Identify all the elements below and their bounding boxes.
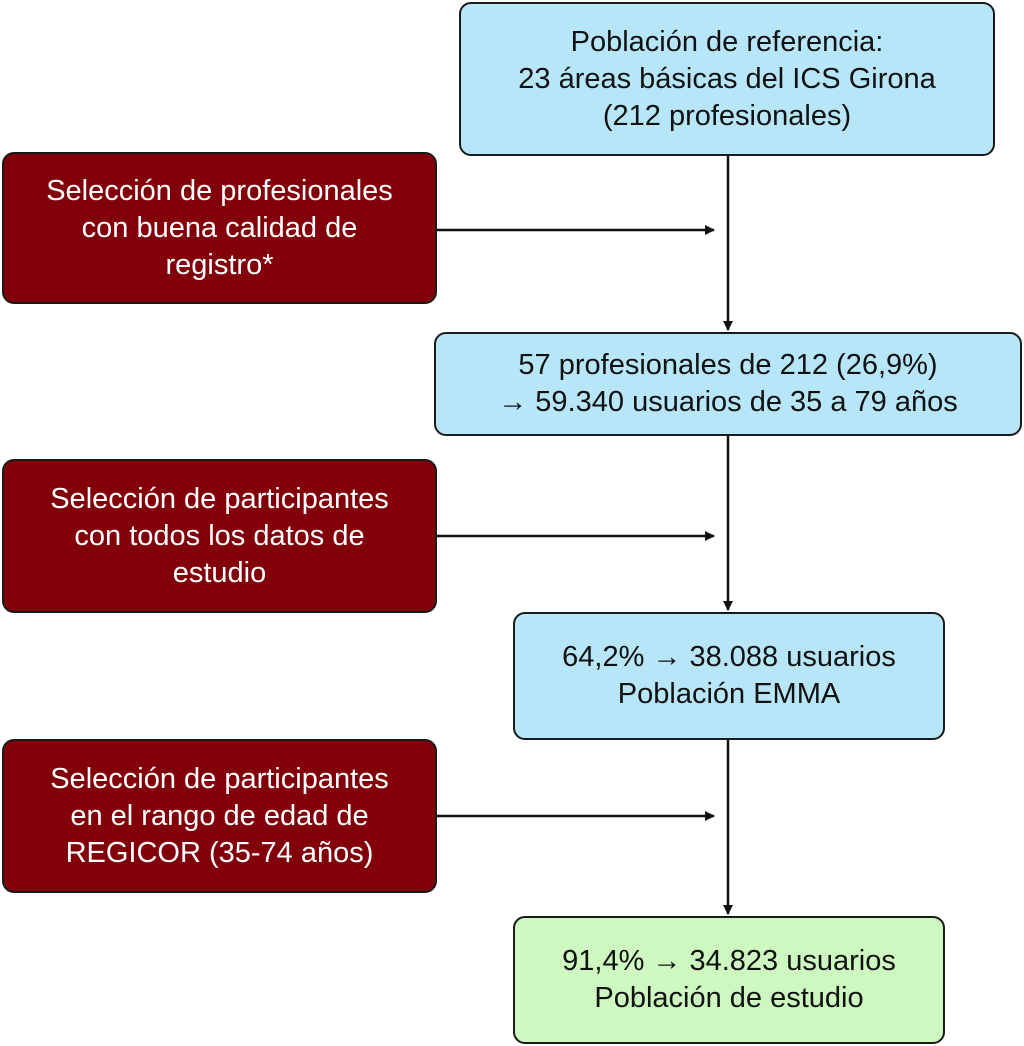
selection-age-range-line-2: en el rango de edad de (70, 799, 369, 832)
selection-professionals-box: Selección de profesionales con buena cal… (2, 152, 437, 304)
professionals-count-line-1: 57 profesionales de 212 (26,9%) (518, 349, 938, 381)
reference-population-line-3: (212 profesionales) (602, 99, 852, 132)
selection-age-range-box: Selección de participantes en el rango d… (2, 739, 437, 893)
selection-professionals-line-3: registro* (165, 248, 274, 281)
selection-age-range-line-3: REGICOR (35-74 años) (65, 836, 374, 869)
study-population-line-1: 91,4% → 34.823 usuarios (562, 945, 896, 977)
selection-age-range-line-1: Selección de participantes (50, 762, 389, 795)
professionals-count-line-2: → 59.340 usuarios de 35 a 79 años (498, 386, 958, 418)
emma-population-line-1: 64,2% → 38.088 usuarios (562, 641, 896, 673)
reference-population-line-2: 23 áreas básicas del ICS Girona (518, 62, 936, 95)
professionals-count-box: 57 profesionales de 212 (26,9%) → 59.340… (434, 332, 1022, 436)
emma-population-box: 64,2% → 38.088 usuarios Población EMMA (513, 612, 945, 740)
selection-complete-data-line-2: con todos los datos de (74, 519, 365, 552)
emma-population-line-2: Población EMMA (617, 678, 841, 710)
study-population-box: 91,4% → 34.823 usuarios Población de est… (513, 916, 945, 1044)
selection-professionals-line-2: con buena calidad de (81, 211, 358, 244)
selection-complete-data-box: Selección de participantes con todos los… (2, 459, 437, 613)
reference-population-box: Población de referencia: 23 áreas básica… (459, 2, 995, 156)
selection-complete-data-line-3: estudio (172, 556, 267, 589)
reference-population-line-1: Población de referencia: (570, 25, 884, 58)
selection-complete-data-line-1: Selección de participantes (50, 482, 389, 515)
study-population-line-2: Población de estudio (594, 982, 864, 1014)
selection-professionals-line-1: Selección de profesionales (46, 174, 393, 207)
